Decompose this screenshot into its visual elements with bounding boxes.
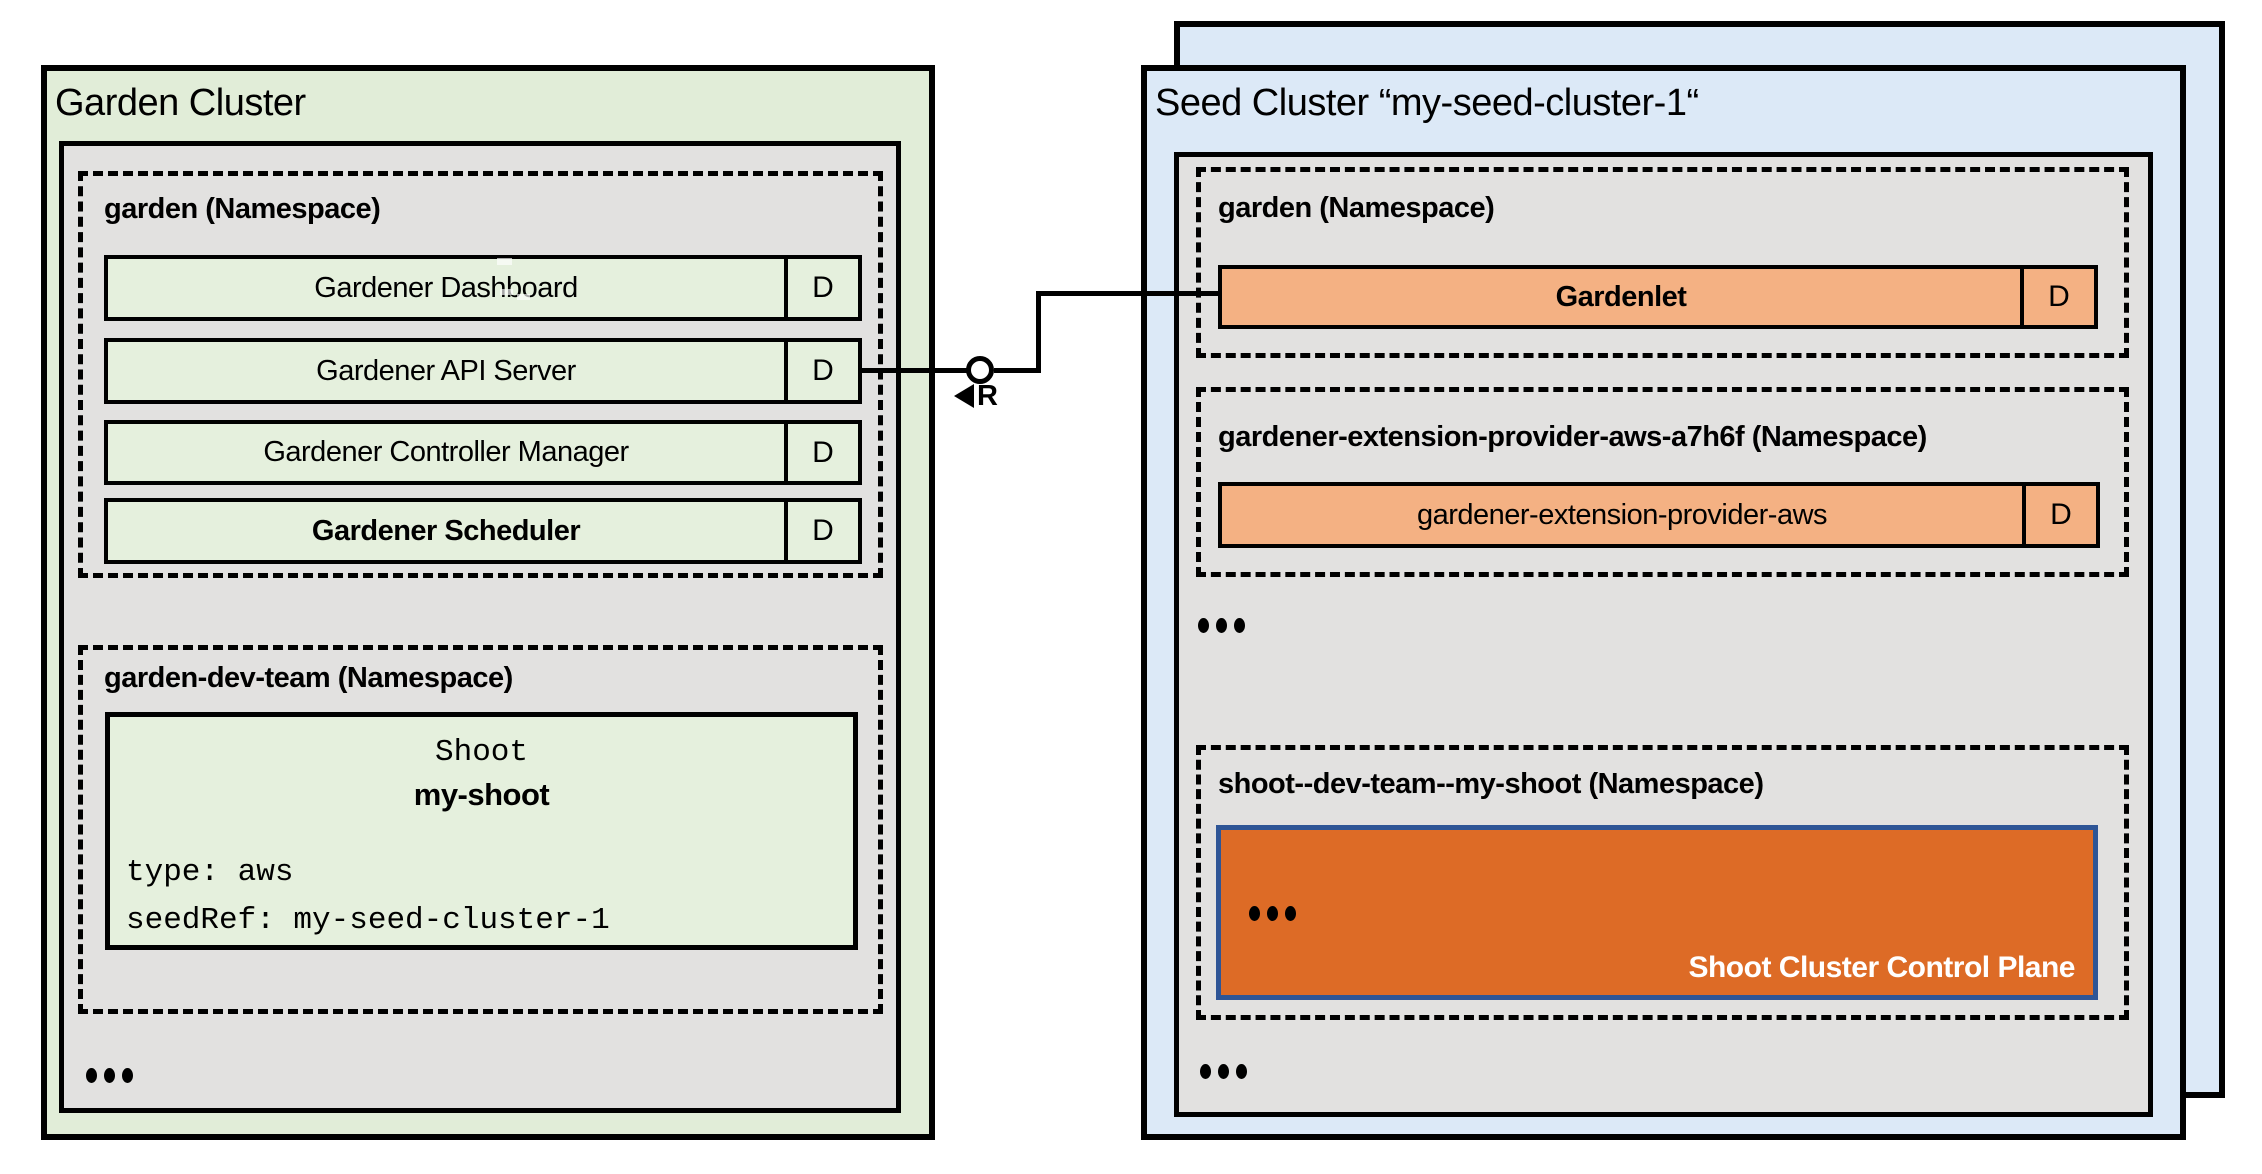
garden-namespace-label-seed: garden (Namespace): [1218, 192, 1495, 224]
ellipsis-dots: [1200, 1064, 1247, 1079]
interface-circle-icon: [966, 356, 994, 384]
shoot-resource-box: Shoot my-shoot type: aws seedRef: my-see…: [105, 712, 858, 950]
component-gardenlet: Gardenlet D: [1218, 265, 2098, 329]
artifact-mark: [500, 289, 513, 295]
component-gardener-api-server: Gardener API Server D: [104, 338, 862, 404]
component-label: Gardenlet: [1555, 280, 1687, 313]
deployment-badge: D: [784, 502, 858, 560]
component-gardener-controller-manager: Gardener Controller Manager D: [104, 420, 862, 485]
shoot-kind: Shoot: [434, 735, 528, 770]
connector-line: [858, 368, 967, 373]
deployment-badge: D: [2020, 269, 2094, 325]
shoot-namespace-label: shoot--dev-team--my-shoot (Namespace): [1218, 768, 1764, 800]
connector-line: [1036, 291, 1041, 373]
garden-namespace-box-seed: [1196, 167, 2129, 358]
component-gardener-scheduler: Gardener Scheduler D: [104, 498, 862, 564]
deployment-badge: D: [784, 259, 858, 317]
deployment-badge: D: [784, 342, 858, 400]
component-gardener-extension-provider-aws: gardener-extension-provider-aws D: [1218, 482, 2100, 548]
extension-namespace-box: [1196, 387, 2129, 577]
deployment-badge: D: [2022, 486, 2096, 544]
component-gardener-dashboard: Gardener Dashboard D: [104, 255, 862, 321]
ellipsis-dots: [86, 1068, 133, 1083]
ellipsis-dots: [1198, 618, 1245, 633]
artifact-mark: [517, 294, 530, 300]
artifact-mark: [497, 258, 512, 265]
garden-namespace-label-left: garden (Namespace): [104, 193, 381, 225]
seed-cluster-title: Seed Cluster “my-seed-cluster-1“: [1155, 82, 1699, 124]
component-label: Gardener Controller Manager: [263, 436, 629, 468]
dev-team-namespace-label: garden-dev-team (Namespace): [104, 662, 513, 694]
shoot-spec-seedref: seedRef: my-seed-cluster-1: [126, 903, 610, 938]
component-label: Gardener Scheduler: [311, 514, 581, 547]
connector-line: [1036, 291, 1220, 296]
deployment-badge: D: [784, 424, 858, 481]
component-label: Gardener API Server: [316, 354, 576, 387]
shoot-control-plane-box: Shoot Cluster Control Plane: [1216, 825, 2098, 1000]
ellipsis-dots: [1249, 906, 1296, 921]
component-label: gardener-extension-provider-aws: [1416, 498, 1828, 531]
connector-label: R: [977, 380, 998, 412]
shoot-name: my-shoot: [413, 777, 550, 812]
component-label: Gardener Dashboard: [314, 271, 578, 304]
shoot-control-plane-label: Shoot Cluster Control Plane: [1688, 951, 2075, 984]
dev-team-namespace-box: [78, 645, 883, 1014]
garden-namespace-box-left: [78, 171, 883, 578]
shoot-namespace-box: [1196, 745, 2129, 1020]
arrowhead-left-icon: [954, 384, 974, 408]
shoot-spec-type: type: aws: [126, 855, 294, 890]
garden-cluster-title: Garden Cluster: [55, 82, 306, 124]
connector-line: [994, 368, 1041, 373]
extension-namespace-label: gardener-extension-provider-aws-a7h6f (N…: [1218, 421, 1927, 453]
